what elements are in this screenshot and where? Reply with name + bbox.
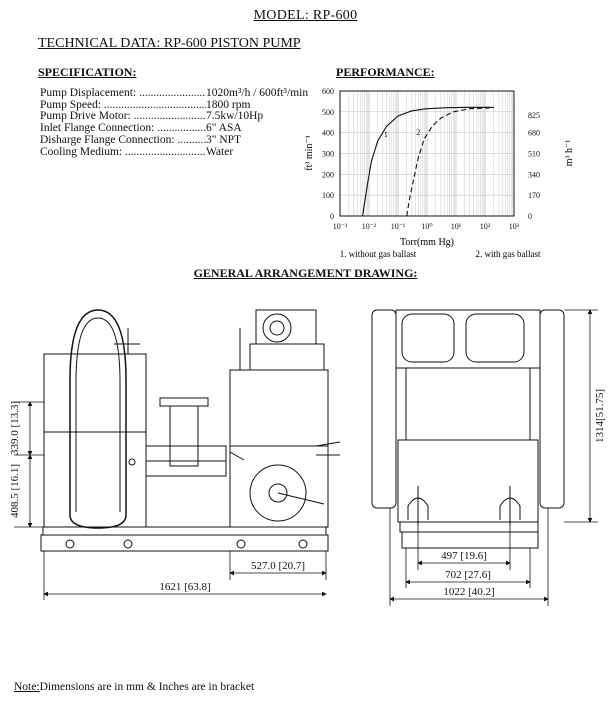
spec-row: Pump Speed:1800 rpm [40, 98, 308, 112]
chart-frame [339, 90, 515, 217]
specification-heading: SPECIFICATION: [38, 65, 137, 79]
x-tick-label: 10³ [509, 222, 520, 231]
y-tick-label-right: 340 [528, 170, 540, 179]
x-tick-label: 10⁰ [421, 222, 432, 231]
inlet-flange [159, 397, 209, 407]
x-tick-label: 10⁻¹ [391, 222, 406, 231]
dim-side-w1: 497 [19.6] [441, 550, 487, 562]
series-line-1 [362, 106, 494, 217]
specification-table: Pump Displacement:1020m³/h / 600ft³/min … [40, 87, 309, 159]
pump-cylinder [229, 369, 329, 447]
spec-label: Disharge Flange Connection: [40, 135, 206, 147]
y-tick-label-right: 825 [528, 111, 540, 120]
x-tick-label: 10⁻³ [333, 222, 348, 231]
spec-value: Water [206, 145, 234, 158]
chart-grid [339, 90, 514, 217]
spec-row: Inlet Flange Connection:6" ASA [40, 122, 308, 135]
document-title: TECHNICAL DATA: RP-600 PISTON PUMP [38, 36, 301, 51]
y-tick-label-left: 0 [330, 212, 334, 221]
pump-crankcase [229, 445, 329, 528]
legend-entry-2: 2. with gas ballast [476, 249, 541, 259]
mount-hole [123, 539, 133, 549]
side-dimensions [389, 309, 598, 606]
x-tick-label: 10¹ [451, 222, 462, 231]
side-wheel-left [371, 309, 397, 509]
y-tick-label-left: 400 [322, 129, 334, 138]
y-tick-label-left: 500 [322, 108, 334, 117]
spec-value: 6" ASA [206, 122, 242, 135]
front-dimensions [14, 401, 327, 600]
spec-value: 1800 rpm [206, 98, 251, 111]
ga-drawing: 339.0 [13.3] 408.5 [16.1] 527.0 [20.7] 1… [9, 309, 606, 606]
spec-label: Pump Displacement: [40, 88, 206, 100]
mount-hole [65, 539, 75, 549]
dim-front-w2: 1621 [63.8] [159, 581, 210, 593]
front-frame [43, 353, 147, 528]
series-label-1: 1 [384, 130, 388, 139]
mount-hole [236, 539, 246, 549]
side-wheel-right [539, 309, 565, 509]
mount-hole [298, 539, 308, 549]
y-tick-label-left: 100 [322, 191, 334, 200]
side-view [371, 309, 565, 549]
model-title: MODEL: RP-600 [253, 8, 358, 23]
y-tick-label-left: 200 [322, 170, 334, 179]
spec-row: Disharge Flange Connection:3" NPT [40, 133, 308, 147]
y-tick-label-right: 0 [528, 212, 532, 221]
front-base-plate [40, 534, 329, 552]
side-crankcase [397, 439, 539, 523]
spec-row: Pump Drive Motor:7.5kw/10Hp [40, 111, 308, 123]
x-tick-label: 10² [480, 222, 491, 231]
spec-label: Pump Speed: [40, 100, 206, 112]
spec-label: Inlet Flange Connection: [40, 123, 206, 135]
side-cylinder [405, 367, 531, 441]
front-base [42, 526, 327, 536]
spec-value: 3" NPT [206, 133, 242, 146]
dim-side-w3: 1022 [40.2] [443, 586, 494, 598]
side-base [399, 521, 539, 533]
performance-heading: PERFORMANCE: [336, 65, 435, 79]
legend-entry-1: 1. without gas ballast [340, 249, 417, 259]
spec-row: Cooling Medium:Water [40, 145, 308, 159]
y-axis-label-left: ft³ min⁻¹ [304, 135, 315, 170]
y-tick-label-right: 170 [528, 191, 540, 200]
flywheel [249, 464, 307, 522]
y-tick-label-left: 300 [322, 150, 334, 159]
note-prefix: Note: [14, 681, 40, 693]
inlet-pipe [169, 405, 199, 467]
dim-side-h: 1314[51.75] [594, 389, 606, 443]
dim-front-h2: 408.5 [16.1] [9, 464, 21, 518]
ga-drawing-heading: GENERAL ARRANGEMENT DRAWING: [193, 266, 418, 280]
y-tick-label-left: 600 [322, 87, 334, 96]
y-axis-label-right: m³ h⁻¹ [564, 140, 575, 167]
spec-value: 1020m³/h / 600ft³/min [206, 87, 309, 99]
dim-side-w2: 702 [27.6] [445, 569, 491, 581]
performance-chart: 0 100 200 300 400 500 600 0 170 340 510 680 825 10⁻³ 1… [304, 87, 575, 259]
x-axis-label: Torr(mm Hg) [400, 237, 454, 248]
belt-guard-inner [75, 317, 121, 512]
belt-guard [69, 309, 127, 529]
footnote: Note:Dimensions are in mm & Inches are i… [14, 681, 254, 693]
note-text: Dimensions are in mm & Inches are in bra… [39, 681, 255, 693]
dim-front-w1: 527.0 [20.7] [251, 560, 305, 572]
y-tick-label-right: 680 [528, 129, 540, 138]
spec-label: Pump Drive Motor: [40, 111, 206, 123]
front-view [40, 309, 341, 552]
spec-value: 7.5kw/10Hp [206, 110, 264, 123]
spec-row: Pump Displacement:1020m³/h / 600ft³/min [40, 87, 309, 100]
dim-front-h1: 339.0 [13.3] [9, 401, 21, 455]
x-tick-label: 10⁻² [362, 222, 377, 231]
series-label-2: 2 [416, 128, 420, 137]
spec-label: Cooling Medium: [40, 147, 206, 159]
series-line-2 [406, 107, 494, 217]
y-tick-label-right: 510 [528, 149, 540, 158]
